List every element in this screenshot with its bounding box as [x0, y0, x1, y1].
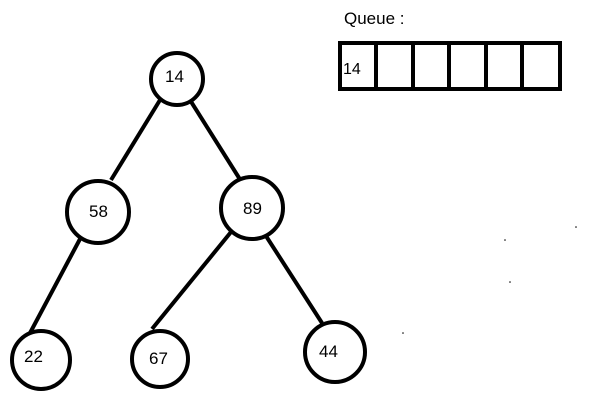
- node-circle: [303, 320, 367, 384]
- tree-node-58: 58: [65, 179, 131, 245]
- tree-nodes: 14 58 89 22 67 44: [10, 51, 367, 391]
- node-circle: [149, 51, 205, 107]
- speck: [575, 226, 577, 228]
- node-label: 14: [165, 67, 184, 86]
- tree-node-22: 22: [10, 329, 72, 391]
- node-label: 44: [319, 342, 338, 361]
- node-label: 22: [24, 347, 43, 366]
- edge-89-67: [150, 230, 233, 331]
- edge-89-44: [264, 234, 324, 325]
- node-circle: [65, 179, 131, 245]
- edge-14-58: [109, 98, 162, 182]
- tree-node-44: 44: [303, 320, 367, 384]
- tree-node-89: 89: [219, 175, 285, 241]
- edge-14-89: [188, 98, 243, 183]
- stray-marks: [402, 226, 577, 334]
- speck: [402, 332, 404, 334]
- edge-58-22: [28, 238, 82, 334]
- queue-cell-0: 14: [343, 61, 361, 78]
- node-label: 67: [149, 349, 168, 368]
- tree-node-67: 67: [130, 329, 190, 389]
- queue-title: Queue :: [344, 9, 405, 28]
- speck: [509, 281, 511, 283]
- tree-node-14: 14: [149, 51, 205, 107]
- node-label: 89: [243, 199, 262, 218]
- node-circle: [130, 329, 190, 389]
- tree-edges: [28, 98, 324, 334]
- speck: [504, 239, 506, 241]
- queue: Queue : 14: [338, 9, 562, 91]
- node-label: 58: [89, 202, 108, 221]
- node-circle: [219, 175, 285, 241]
- node-circle: [10, 329, 72, 391]
